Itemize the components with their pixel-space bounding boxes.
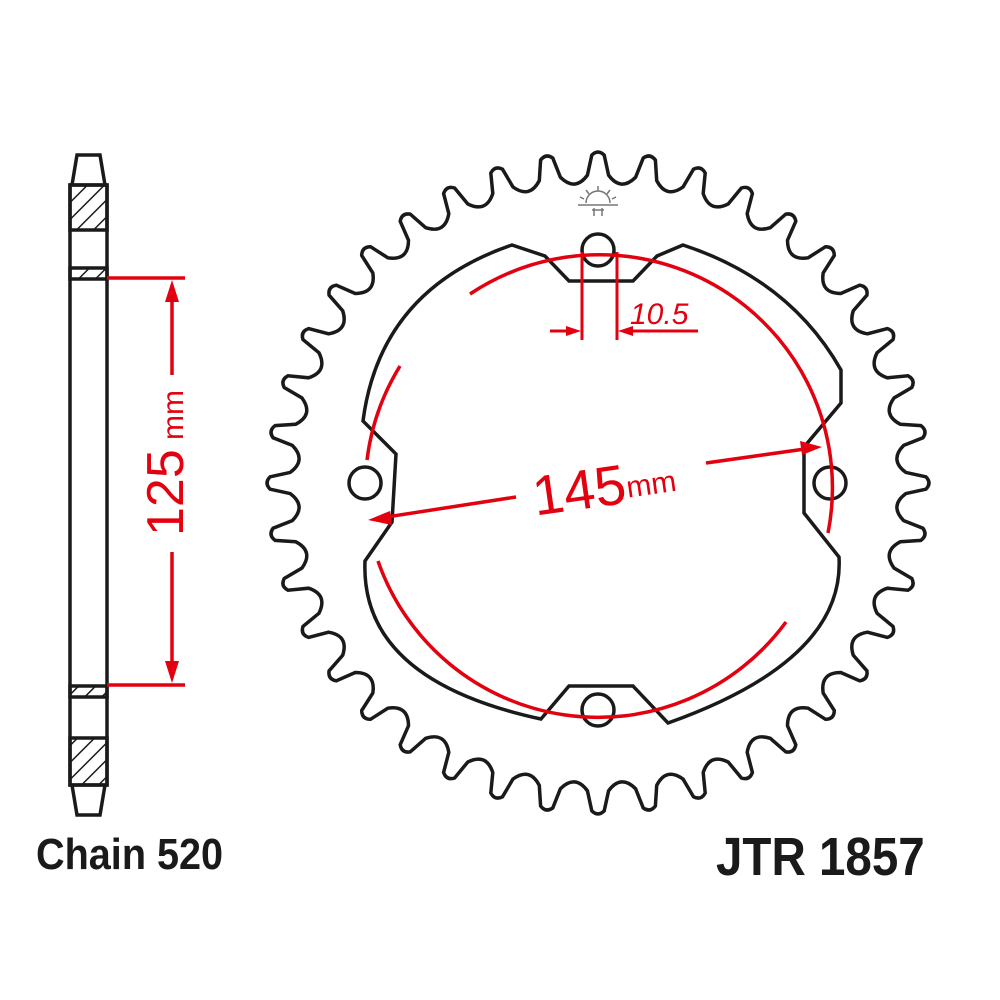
arrow-down-icon bbox=[165, 661, 179, 683]
height-dimension-unit: mm bbox=[157, 390, 190, 440]
side-view bbox=[68, 153, 109, 817]
arrow-up-icon bbox=[165, 280, 179, 302]
side-hatch-bottom bbox=[68, 736, 109, 787]
bolt-circle-value: 145 bbox=[528, 452, 629, 527]
height-dimension bbox=[107, 276, 185, 687]
arrow-right-icon bbox=[800, 441, 822, 455]
hole-diameter-dimension bbox=[550, 252, 698, 340]
arrow-right-icon bbox=[566, 326, 581, 336]
brand-logo-icon bbox=[578, 186, 618, 216]
bolt-hole-right bbox=[812, 465, 848, 501]
bolt-circle-unit: mm bbox=[624, 465, 678, 505]
hole-diameter-value: 10.5 bbox=[630, 298, 689, 331]
height-dimension-value: 125 bbox=[137, 449, 195, 536]
side-hatch-top bbox=[68, 183, 109, 232]
center-cutout-outline bbox=[361, 243, 843, 726]
bolt-circle-dimension bbox=[368, 441, 822, 525]
side-hatch-lower-bore bbox=[68, 684, 109, 699]
side-hatch-upper-bore bbox=[68, 266, 109, 281]
bolt-hole-left bbox=[347, 465, 383, 501]
sprocket-teeth-outline bbox=[265, 150, 931, 816]
arrow-left-icon bbox=[618, 326, 633, 336]
chain-size-label: Chain 520 bbox=[36, 830, 224, 879]
side-bottom-cap bbox=[70, 784, 107, 817]
part-number-label: JTR 1857 bbox=[716, 827, 925, 887]
arrow-left-icon bbox=[368, 511, 392, 525]
side-top-cap bbox=[70, 153, 107, 186]
bolt-hole-top bbox=[580, 232, 616, 268]
bolt-hole-bottom bbox=[580, 692, 616, 728]
bolt-circle bbox=[365, 252, 835, 720]
